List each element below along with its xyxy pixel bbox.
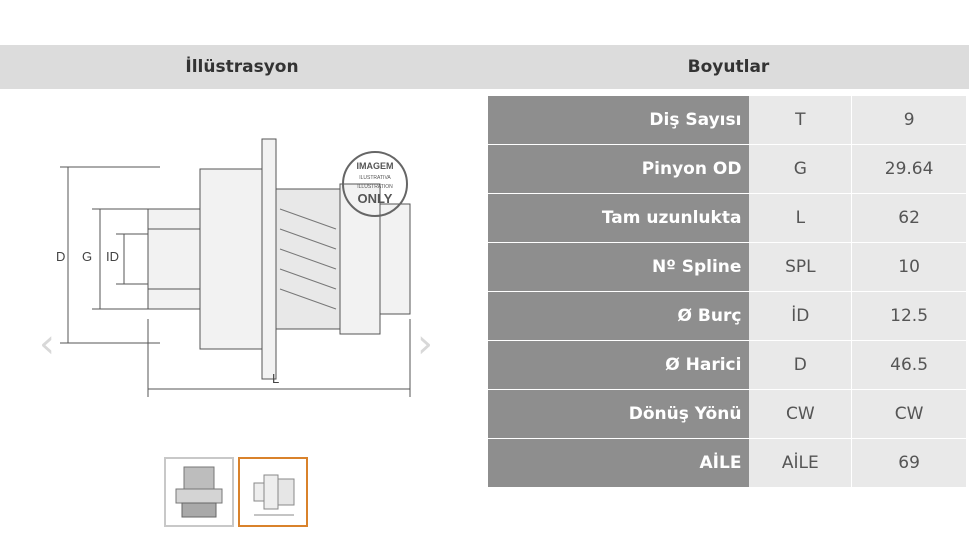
- dim-label-d: D: [56, 249, 65, 264]
- illustration-heading: İllüstrasyon: [185, 57, 299, 77]
- dim-label-id: ID: [106, 249, 119, 264]
- illustrative-stamp: IMAGEM ILUSTRATIVA ILLUSTRATION ONLY: [342, 151, 408, 217]
- dimensions-heading: Boyutlar: [687, 57, 770, 77]
- dimension-label: Dönüş Yönü: [488, 389, 750, 439]
- svg-text:ONLY: ONLY: [358, 191, 393, 206]
- dimension-value: 69: [851, 438, 966, 488]
- svg-text:ILUSTRATIVA: ILUSTRATIVA: [359, 175, 391, 181]
- dimension-label: Tam uzunlukta: [488, 193, 750, 243]
- dimension-code: D: [749, 340, 853, 390]
- dimension-label: Pinyon OD: [488, 144, 750, 194]
- dimension-value: 10: [851, 242, 966, 292]
- chevron-right-icon[interactable]: ›: [417, 321, 433, 367]
- dimension-value: 29.64: [851, 144, 966, 194]
- dimension-code: SPL: [749, 242, 853, 292]
- thumbnail-photo[interactable]: [164, 457, 234, 527]
- dimension-code: AİLE: [749, 438, 853, 488]
- dimension-value: 62: [851, 193, 966, 243]
- thumbnail-drawing[interactable]: [238, 457, 308, 527]
- chevron-left-icon[interactable]: ‹: [39, 321, 55, 367]
- dim-label-l: L: [272, 371, 279, 386]
- dimension-value: 9: [851, 96, 966, 145]
- dimension-label: AİLE: [488, 438, 750, 488]
- dimension-code: G: [749, 144, 853, 194]
- dimension-label: Nº Spline: [488, 242, 750, 292]
- dimension-value: CW: [851, 389, 966, 439]
- dimension-value: 46.5: [851, 340, 966, 390]
- starter-drive-drawing: D G ID L IMAGEM ILUSTRATIVA ILLUSTRATION…: [56, 138, 411, 397]
- svg-text:ILLUSTRATION: ILLUSTRATION: [357, 184, 393, 190]
- illustration-panel: D G ID L IMAGEM ILUSTRATIVA ILLUSTRATION…: [0, 89, 484, 538]
- dimension-value: 12.5: [851, 291, 966, 341]
- starter-drive-photo-icon: [175, 466, 223, 518]
- dimension-label: Ø Harici: [488, 340, 750, 390]
- svg-text:IMAGEM: IMAGEM: [357, 161, 394, 171]
- starter-drive-drawing-icon: [253, 474, 295, 516]
- dimension-label: Diş Sayısı: [488, 96, 750, 145]
- dimension-code: CW: [749, 389, 853, 439]
- dimension-code: T: [749, 96, 853, 145]
- dimension-code: L: [749, 193, 853, 243]
- header-bar: İllüstrasyon Boyutlar: [0, 45, 969, 89]
- dim-label-g: G: [82, 249, 92, 264]
- dimension-label: Ø Burç: [488, 291, 750, 341]
- dimension-code: İD: [749, 291, 853, 341]
